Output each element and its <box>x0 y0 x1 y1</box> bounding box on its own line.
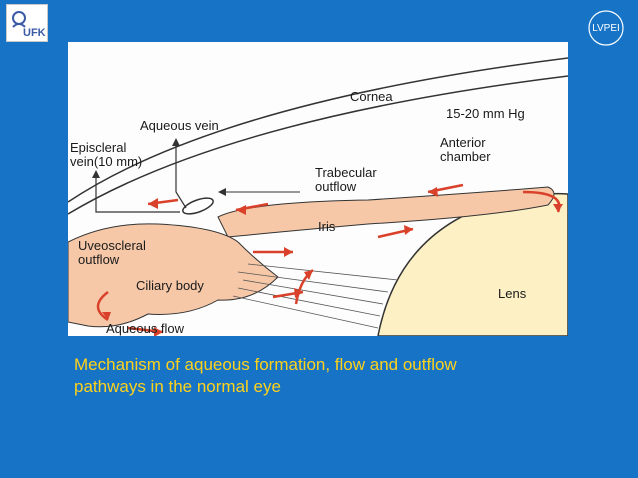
episcleral-vein-label-line2: vein(10 mm) <box>70 154 142 169</box>
episcleral-vein-line <box>95 176 180 213</box>
uveoscleral-outflow-label-line2: outflow <box>78 252 120 267</box>
iris-shape <box>217 186 555 238</box>
diagram-caption: Mechanism of aqueous formation, flow and… <box>74 354 594 398</box>
lvpei-logo: LVPEI <box>586 8 626 48</box>
trabecular-meshwork <box>182 197 214 215</box>
iris-label: Iris <box>318 219 336 234</box>
lvpei-logo-text: LVPEI <box>592 23 620 34</box>
caption-line-2: pathways in the normal eye <box>74 377 281 396</box>
lens-label: Lens <box>498 286 527 301</box>
aqueous-vein-line <box>175 144 187 209</box>
cornea-outer-line <box>68 57 568 203</box>
ciliary-body-label: Ciliary body <box>136 278 204 293</box>
trabecular-outflow-label-line2: outflow <box>315 179 357 194</box>
anterior-chamber-label-line2: chamber <box>440 149 491 164</box>
zonule-fibers <box>232 263 399 329</box>
ufk-logo-text: UFK <box>23 27 46 39</box>
pressure-label: 15-20 mm Hg <box>446 106 525 121</box>
aqueous-flow-label: Aqueous flow <box>106 321 185 336</box>
cornea-inner-line <box>68 75 568 215</box>
cornea-label: Cornea <box>350 89 393 104</box>
caption-line-1: Mechanism of aqueous formation, flow and… <box>74 355 457 374</box>
episcleral-vein-label-line1: Episcleral <box>70 140 126 155</box>
uveoscleral-outflow-label-line1: Uveoscleral <box>78 238 146 253</box>
ufk-logo: UFK <box>6 4 48 42</box>
trabecular-outflow-label-line1: Trabecular <box>315 165 377 180</box>
anterior-chamber-label-line1: Anterior <box>440 135 486 150</box>
aqueous-vein-label: Aqueous vein <box>140 118 219 133</box>
eye-anatomy-diagram: Cornea 15-20 mm Hg Aqueous vein Episcler… <box>68 42 568 336</box>
